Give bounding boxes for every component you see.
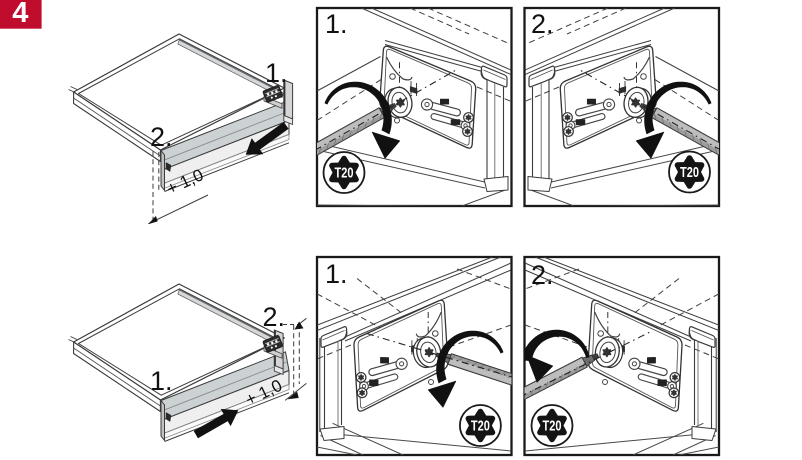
- svg-text:T20: T20: [335, 166, 354, 182]
- svg-text:T20: T20: [543, 419, 562, 435]
- svg-text:2.: 2.: [263, 302, 286, 332]
- svg-text:1.: 1.: [325, 259, 348, 289]
- svg-text:2.: 2.: [531, 9, 554, 39]
- svg-text:1.: 1.: [150, 366, 173, 396]
- svg-text:1.: 1.: [325, 9, 348, 39]
- svg-text:2.: 2.: [150, 122, 173, 152]
- svg-text:2.: 2.: [531, 260, 554, 290]
- svg-text:T20: T20: [680, 165, 699, 181]
- svg-text:1.: 1.: [265, 58, 288, 88]
- svg-text:4: 4: [12, 0, 28, 29]
- svg-text:T20: T20: [471, 419, 490, 435]
